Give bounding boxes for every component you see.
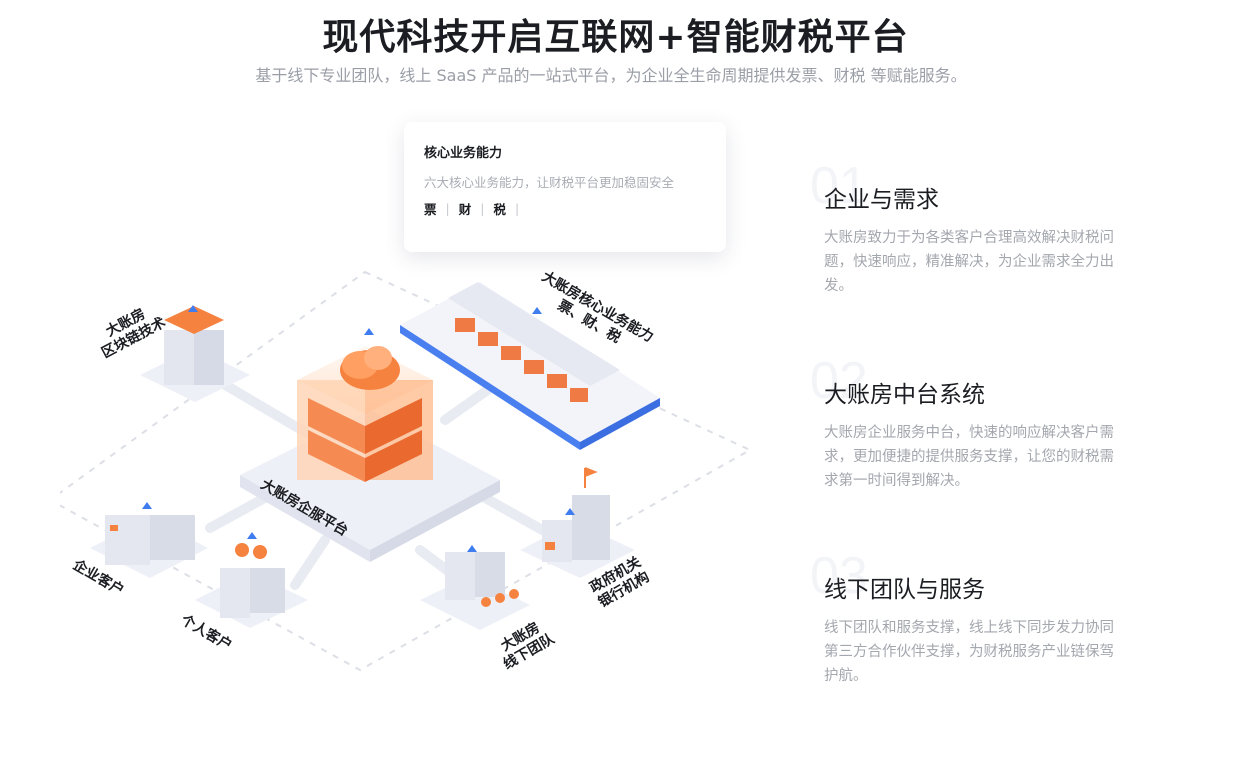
offline-team-building-icon: [420, 545, 530, 630]
tag-piao: 票: [424, 202, 437, 217]
feature-description: 大账房致力于为各类客户合理高效解决财税问题，快速响应，精准解决，为企业需求全力出…: [824, 230, 1114, 294]
enterprise-building-icon: [90, 502, 208, 578]
feature-number: 03: [810, 547, 868, 605]
feature-item: 03 线下团队与服务 线下团队和服务支撑，线上线下同步发力协同第三方合作伙伴支撑…: [806, 547, 1126, 688]
feature-item: 02 大账房中台系统 大账房企业服务中台，快速的响应解决客户需求，更加便捷的提供…: [806, 352, 1126, 493]
feature-description: 线下团队和服务支撑，线上线下同步发力协同第三方合作伙伴支撑，为财税服务产业链保驾…: [824, 620, 1114, 684]
page-title: 现代科技开启互联网+智能财税平台: [322, 17, 909, 58]
core-capability-card: 核心业务能力 六大核心业务能力，让财税平台更加稳固安全 票| 财| 税|: [404, 122, 726, 252]
page-subtitle: 基于线下专业团队，线上 SaaS 产品的一站式平台，为企业全生命周期提供发票、财…: [255, 66, 967, 85]
tag-cai: 财: [458, 202, 472, 217]
feature-title: 大账房中台系统: [824, 382, 985, 408]
feature-number: 01: [810, 157, 868, 215]
card-description: 六大核心业务能力，让财税平台更加稳固安全: [424, 175, 675, 190]
core-business-rack-icon: [400, 282, 660, 450]
server-stack-icon: [297, 328, 433, 482]
feature-title: 企业与需求: [824, 187, 939, 213]
tag-shui: 税: [493, 202, 506, 217]
feature-title: 线下团队与服务: [824, 577, 985, 603]
feature-number: 02: [810, 352, 868, 410]
card-title: 核心业务能力: [424, 146, 503, 161]
government-building-icon: [520, 467, 635, 578]
card-tags: 票| 财| 税|: [424, 201, 520, 217]
feature-item: 01 企业与需求 大账房致力于为各类客户合理高效解决财税问题，快速响应，精准解决…: [806, 157, 1126, 298]
individual-building-icon: [195, 532, 308, 628]
feature-description: 大账房企业服务中台，快速的响应解决客户需求，更加便捷的提供服务支撑，让您的财税需…: [824, 425, 1114, 489]
platform-diagram: [60, 270, 753, 672]
blockchain-server-icon: [140, 305, 250, 402]
